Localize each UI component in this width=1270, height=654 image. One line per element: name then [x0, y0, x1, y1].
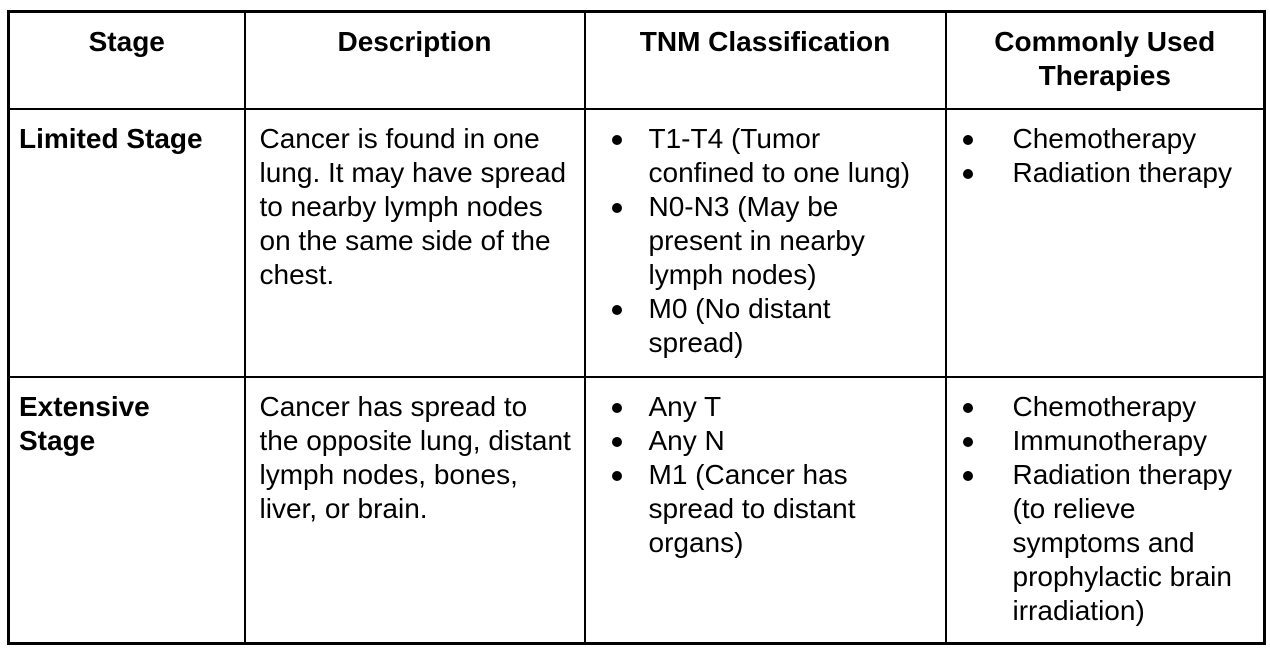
column-header-commonly-used-therapies: Commonly Used Therapies — [944, 10, 1266, 110]
list-item: Any T — [598, 390, 933, 424]
list-item: Chemotherapy — [959, 122, 1252, 156]
table-row-limited-stage: Limited Stage Cancer is found in one lun… — [7, 107, 1266, 378]
list-item: Immunotherapy — [959, 424, 1252, 458]
description-cell: Cancer has spread to the opposite lung, … — [243, 375, 586, 645]
stage-name-cell: Limited Stage — [7, 107, 246, 378]
list-item: Any N — [598, 424, 933, 458]
list-item: M0 (No distant spread) — [598, 292, 933, 360]
list-item: Radiation therapy (to relieve symptoms a… — [959, 458, 1252, 628]
table-row-extensive-stage: Extensive Stage Cancer has spread to the… — [7, 375, 1266, 645]
list-item: N0-N3 (May be present in nearby lymph no… — [598, 190, 933, 292]
tnm-classification-cell: T1-T4 (Tumor confined to one lung)N0-N3 … — [583, 107, 947, 378]
list-item: Radiation therapy — [959, 156, 1252, 190]
stage-name-cell: Extensive Stage — [7, 375, 246, 645]
description-cell: Cancer is found in one lung. It may have… — [243, 107, 586, 378]
column-header-stage: Stage — [7, 10, 246, 110]
cancer-stage-table: Stage Description TNM Classification Com… — [7, 10, 1266, 645]
tnm-bullet-list: T1-T4 (Tumor confined to one lung)N0-N3 … — [598, 122, 933, 360]
column-header-description: Description — [243, 10, 586, 110]
list-item: M1 (Cancer has spread to distant organs) — [598, 458, 933, 560]
list-item: Chemotherapy — [959, 390, 1252, 424]
header-row: Stage Description TNM Classification Com… — [7, 10, 1266, 110]
column-header-tnm-classification: TNM Classification — [583, 10, 947, 110]
list-item: T1-T4 (Tumor confined to one lung) — [598, 122, 933, 190]
